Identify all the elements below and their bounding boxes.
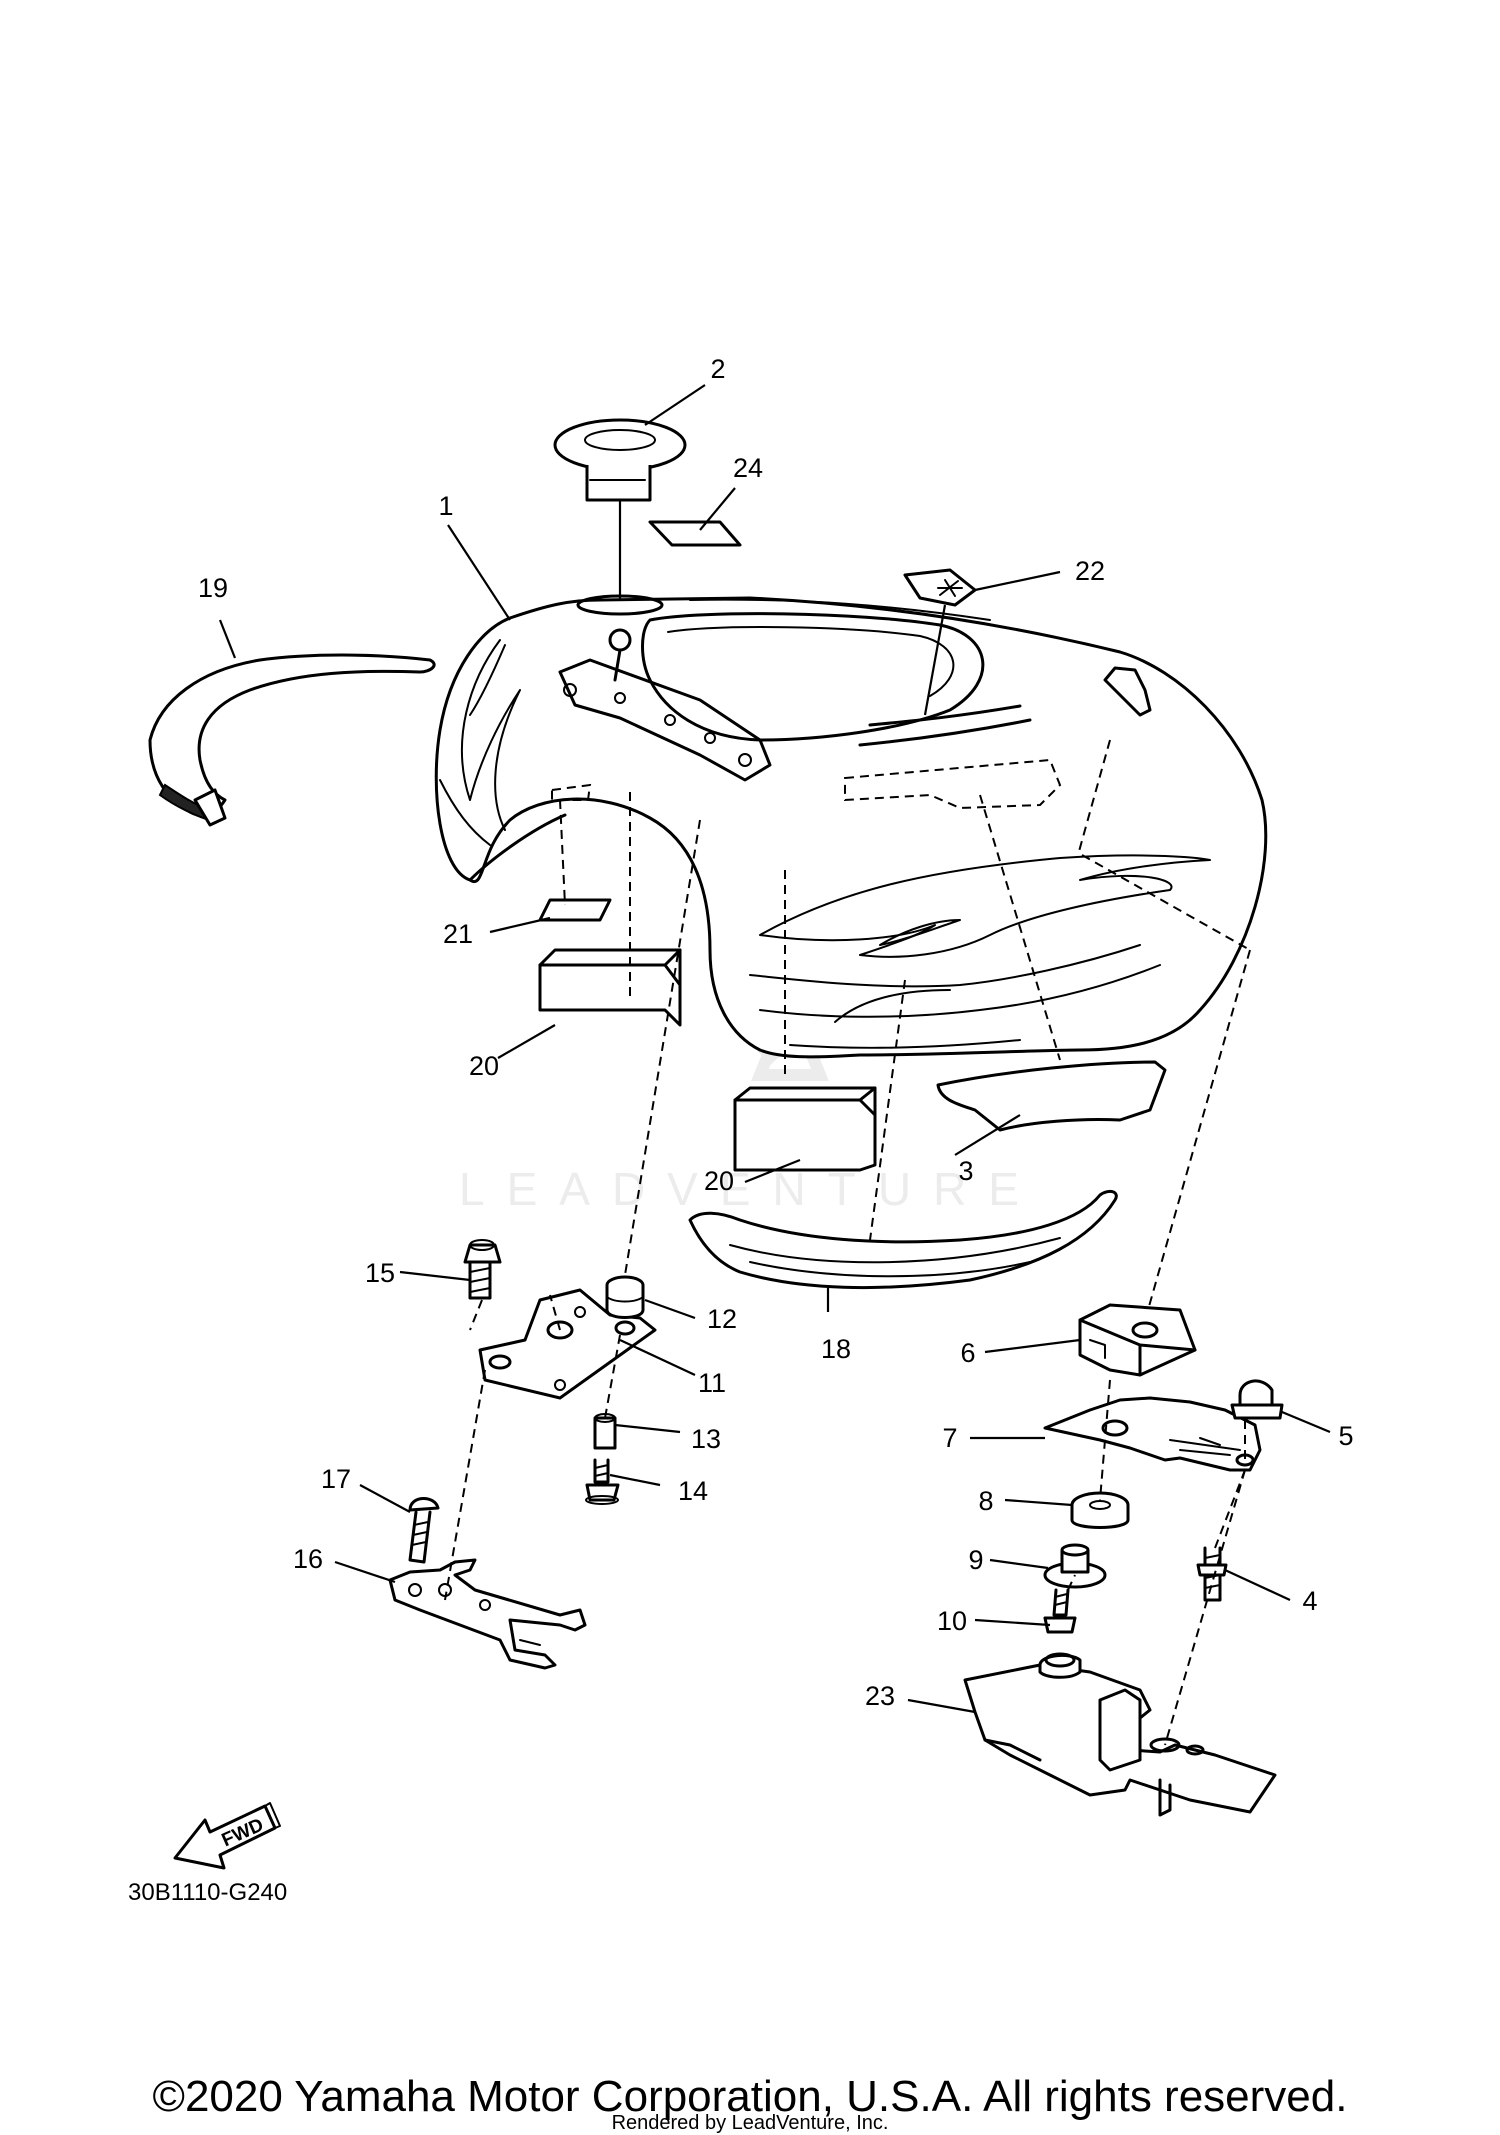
callout-23: 23 [865, 1681, 895, 1711]
callout-16: 16 [293, 1544, 323, 1574]
connector-lines [444, 739, 1251, 1746]
callout-18: 18 [821, 1334, 851, 1364]
callout-2: 2 [710, 354, 725, 384]
callout-4: 4 [1302, 1586, 1317, 1616]
callout-11: 11 [698, 1368, 726, 1398]
fuel-cap [553, 418, 687, 600]
bracket-23 [963, 1652, 1277, 1817]
label-24 [648, 520, 742, 547]
callout-12: 12 [707, 1304, 737, 1334]
leader-lines [218, 384, 1331, 1714]
callout-14: 14 [678, 1476, 708, 1506]
bolt-10 [1043, 1588, 1077, 1634]
screw-17 [408, 1497, 440, 1564]
callout-20-left: 20 [469, 1051, 499, 1081]
callout-7: 7 [942, 1423, 957, 1453]
bracket-6 [1078, 1303, 1197, 1377]
grommet-12 [605, 1275, 645, 1319]
diagram-code: 30B1110-G240 [128, 1879, 287, 1906]
trim-strip-19 [148, 653, 436, 827]
damper-20-right [733, 1086, 877, 1172]
washer-8 [1070, 1491, 1130, 1529]
callout-13: 13 [691, 1424, 721, 1454]
emblem [903, 568, 977, 716]
bolt-14 [585, 1458, 620, 1505]
callout-5: 5 [1338, 1421, 1353, 1451]
watermark-text: LEADVENTURE [459, 1163, 1041, 1215]
trim-strip-18 [688, 1189, 1118, 1290]
collar-13 [593, 1413, 617, 1450]
callout-1: 1 [438, 491, 453, 521]
callout-labels: 2 24 1 19 22 21 20 20 3 18 15 12 11 13 1… [198, 354, 1354, 1711]
pad-21 [538, 898, 612, 922]
callout-19: 19 [198, 573, 228, 603]
collar-9 [1043, 1543, 1107, 1589]
callout-20-right: 20 [704, 1166, 734, 1196]
plate-7 [1043, 1396, 1262, 1472]
forward-arrow-icon: FWD [173, 1802, 281, 1870]
callout-24: 24 [733, 453, 763, 483]
callout-15: 15 [365, 1258, 395, 1288]
copyright-notice: ©2020 Yamaha Motor Corporation, U.S.A. A… [152, 2072, 1348, 2121]
callout-8: 8 [978, 1486, 993, 1516]
callout-21: 21 [443, 919, 473, 949]
callout-10: 10 [937, 1606, 967, 1636]
callout-17: 17 [321, 1464, 351, 1494]
pad-3 [936, 1060, 1167, 1132]
damper-20-left [538, 948, 682, 1027]
callout-6: 6 [960, 1338, 975, 1368]
bracket-16 [388, 1558, 587, 1670]
nut-5 [1230, 1379, 1284, 1420]
stud-4 [1196, 1546, 1228, 1602]
rendered-by-notice: Rendered by LeadVenture, Inc. [611, 2112, 889, 2134]
bolt-15 [463, 1239, 502, 1300]
callout-9: 9 [968, 1545, 983, 1575]
fuel-tank [434, 594, 1268, 1059]
callout-22: 22 [1075, 556, 1105, 586]
callout-3: 3 [958, 1156, 973, 1186]
